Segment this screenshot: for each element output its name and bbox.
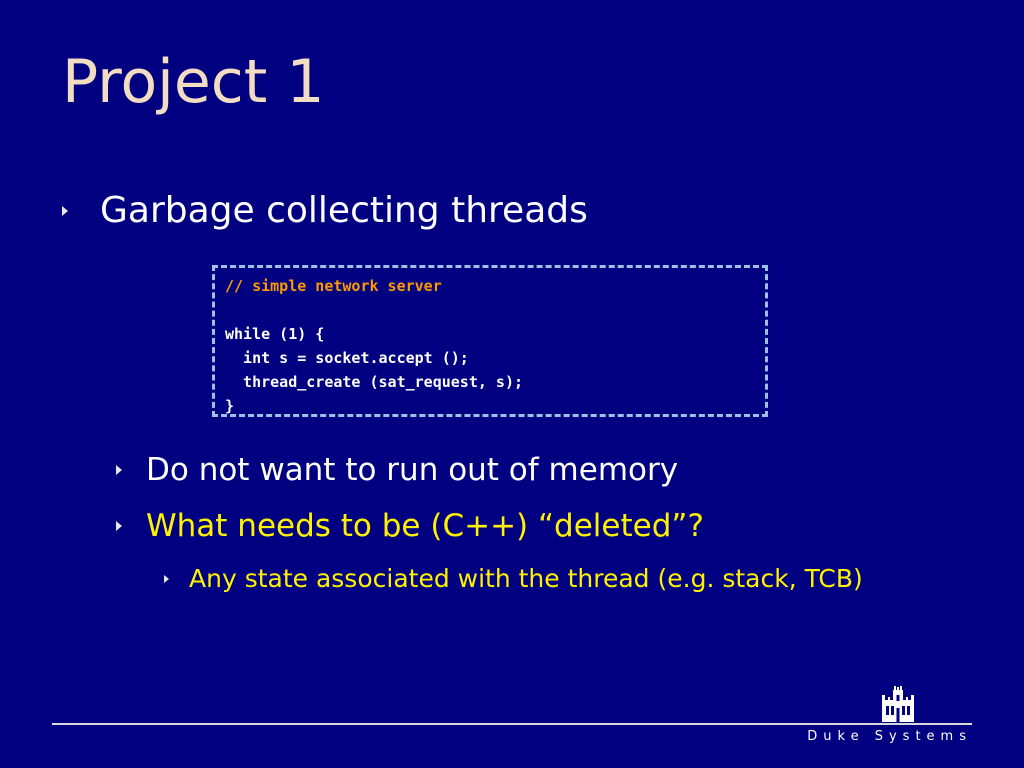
slide-title: Project 1: [62, 47, 325, 117]
bullet-arrow-icon: [164, 575, 169, 583]
bullet-arrow-icon: [116, 465, 122, 475]
bullet-text: What needs to be (C++) “deleted”?: [146, 508, 704, 544]
code-line: while (1) {: [225, 325, 325, 343]
code-comment: // simple network server: [225, 277, 442, 295]
code-line: thread_create (sat_request, s);: [225, 373, 524, 391]
bullet-state-associated: Any state associated with the thread (e.…: [164, 564, 863, 593]
bullet-run-out-of-memory: Do not want to run out of memory: [116, 452, 678, 488]
duke-chapel-icon: [880, 686, 916, 726]
bullet-garbage-collecting-threads: Garbage collecting threads: [62, 190, 588, 231]
bullet-text: Garbage collecting threads: [100, 190, 588, 231]
bullet-text: Do not want to run out of memory: [146, 452, 679, 488]
code-line: int s = socket.accept ();: [225, 349, 469, 367]
bullet-text: Any state associated with the thread (e.…: [189, 564, 863, 593]
footer-brand: Duke Systems: [807, 729, 972, 744]
code-box: // simple network server while (1) { int…: [212, 265, 768, 417]
code-line: }: [225, 397, 235, 415]
footer-divider: [52, 723, 972, 725]
bullet-arrow-icon: [116, 521, 122, 531]
bullet-what-needs-deleted: What needs to be (C++) “deleted”?: [116, 508, 704, 544]
bullet-arrow-icon: [62, 206, 68, 216]
code-block: // simple network server while (1) { int…: [225, 274, 523, 418]
